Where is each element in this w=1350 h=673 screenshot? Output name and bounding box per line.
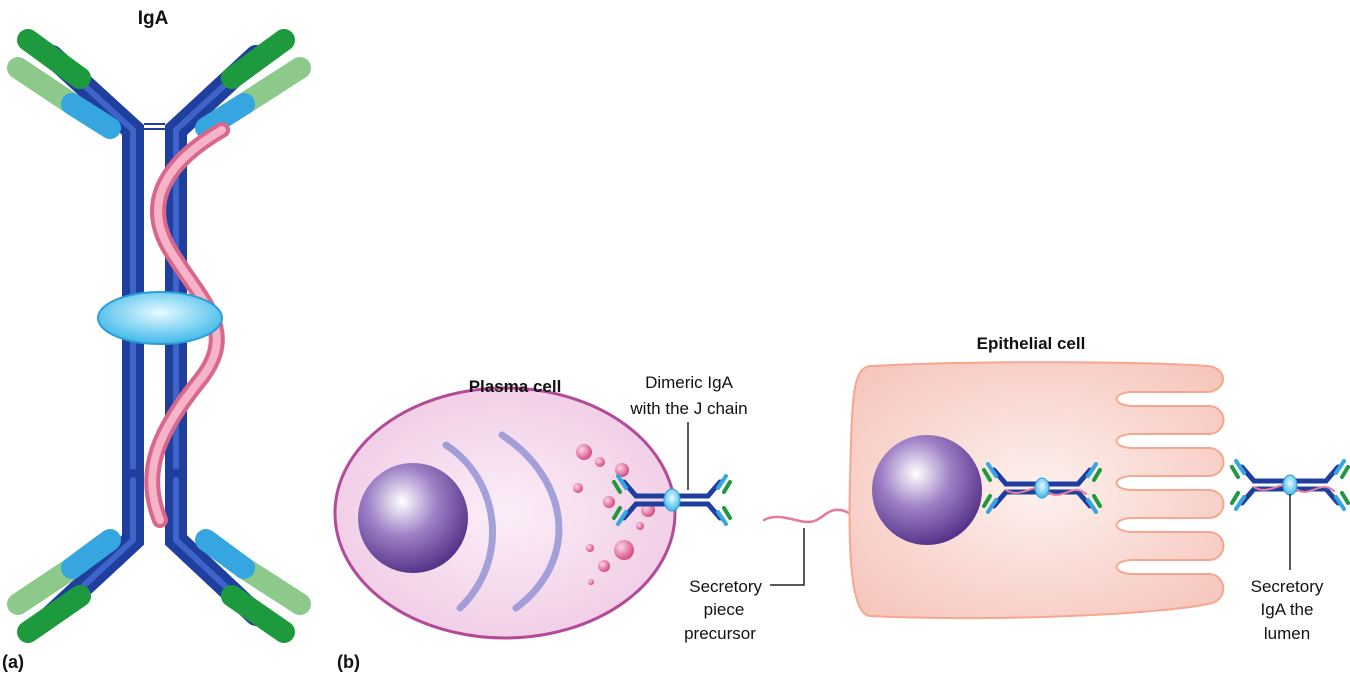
endoplasmic-reticulum-2 — [498, 431, 563, 612]
secretory-iga-label-2: IgA the — [1261, 600, 1314, 619]
secretory-piece-label-2: piece — [704, 600, 745, 619]
disulfide-bridge — [144, 123, 165, 130]
iga-title: IgA — [138, 8, 169, 29]
plasma-nucleus — [358, 463, 468, 573]
plasma-cell-label: Plasma cell — [469, 377, 562, 396]
dimeric-iga-label-1: Dimeric IgA — [645, 373, 734, 392]
secretory-piece-label-3: precursor — [684, 624, 756, 643]
dimeric-iga-label-2: with the J chain — [629, 399, 747, 418]
panel-a-letter: (a) — [2, 652, 24, 672]
light-chain-top-right — [195, 29, 311, 139]
light-chain-bottom-left — [7, 529, 121, 643]
j-chain-large — [97, 291, 223, 345]
iga-monomer-large — [7, 29, 311, 643]
dimeric-iga-epithelial — [982, 462, 1102, 514]
light-chain-top-left — [7, 29, 121, 139]
secretory-piece-leader — [770, 528, 805, 586]
secretory-iga-label-3: lumen — [1264, 624, 1310, 643]
dimeric-iga-plasma — [612, 474, 732, 526]
secretory-iga-lumen — [1230, 459, 1350, 511]
secretory-piece-label-1: Secretory — [689, 577, 762, 596]
panel-b-letter: (b) — [337, 652, 360, 672]
endoplasmic-reticulum-1 — [442, 441, 496, 612]
secretory-iga-label-1: Secretory — [1251, 577, 1324, 596]
light-chain-bottom-right — [195, 529, 311, 643]
plasma-cell — [333, 386, 677, 640]
epithelial-nucleus — [872, 435, 982, 545]
epithelial-cell-label: Epithelial cell — [977, 334, 1086, 353]
